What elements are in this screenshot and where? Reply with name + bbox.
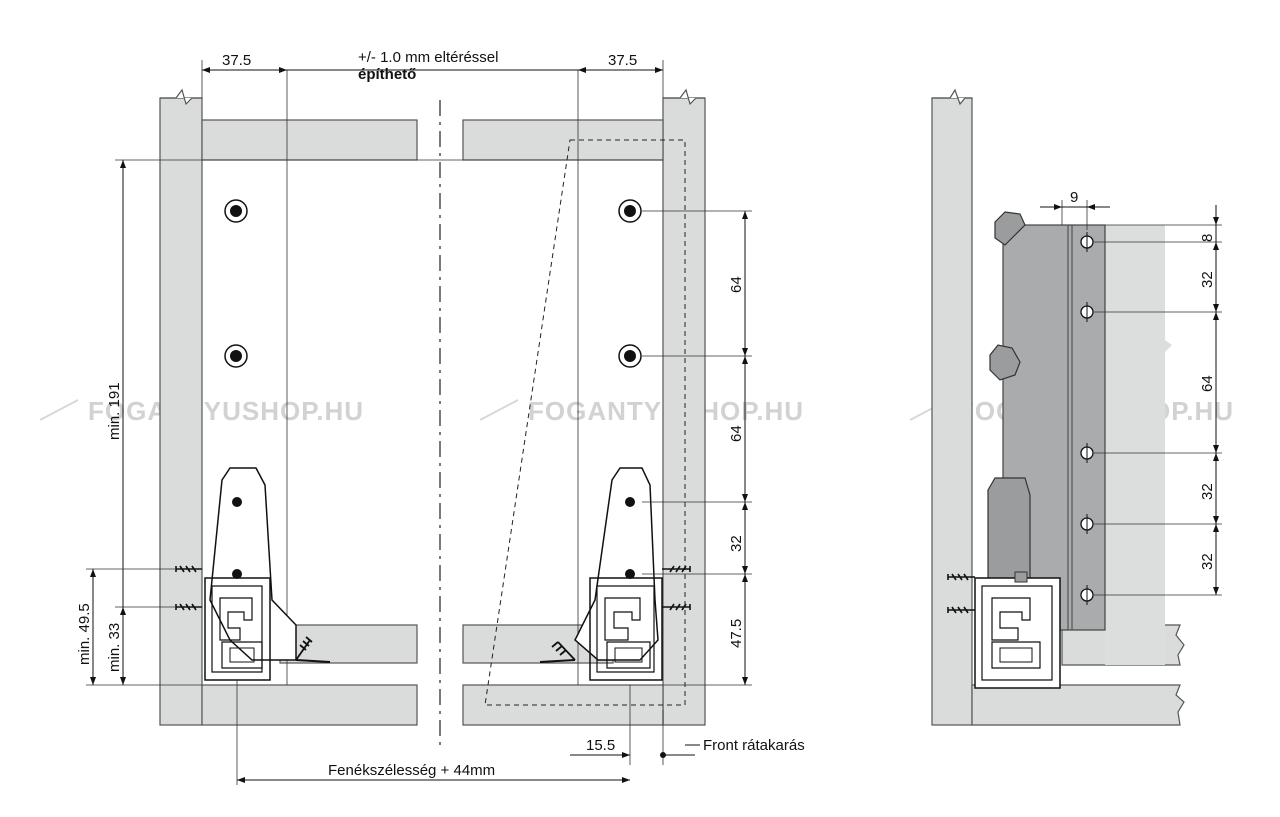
side-dim-64: 64	[1199, 375, 1216, 392]
drawer-bottom-left	[279, 624, 418, 664]
side-dim-9: 9	[1070, 189, 1078, 206]
dim-left-37-5: 37.5	[222, 52, 251, 69]
top-panel-left	[201, 119, 418, 161]
side-dim-8: 8	[1199, 234, 1216, 242]
side-hole-1	[1080, 232, 1094, 252]
floor-panel-left	[201, 684, 418, 726]
right-cabinet-wall	[662, 97, 706, 726]
mounting-hole-left-1	[224, 199, 248, 223]
left-cabinet-wall	[159, 97, 203, 726]
dim-min-49-5: min. 49.5	[76, 603, 93, 665]
side-dim-32-top: 32	[1199, 271, 1216, 288]
side-dim-32-mid: 32	[1199, 483, 1216, 500]
front-overlay-label: Front rátakarás	[703, 737, 805, 754]
runner-bracket-right	[539, 467, 691, 681]
dim-32: 32	[728, 535, 745, 552]
dim-47-5: 47.5	[728, 619, 745, 648]
front-panel-outline	[484, 139, 686, 706]
tolerance-note-line1: +/- 1.0 mm eltéréssel	[358, 49, 498, 66]
watermark-left: FOGANTYUSHOP.HU	[88, 396, 364, 426]
side-dim-32-bottom: 32	[1199, 553, 1216, 570]
dim-64-upper: 64	[728, 276, 745, 293]
dim-min-191: min. 191	[106, 382, 123, 440]
side-hole-3	[1080, 443, 1094, 463]
side-hole-5	[1080, 585, 1094, 605]
dim-64-lower: 64	[728, 425, 745, 442]
bottom-width-label: Fenékszélesség + 44mm	[328, 762, 495, 779]
side-cabinet-wall	[931, 97, 973, 726]
dim-right-37-5: 37.5	[608, 52, 637, 69]
side-view: 9 8 32 64 32 32	[931, 88, 1222, 726]
front-view: 37.5 37.5 +/- 1.0 mm eltéréssel építhető…	[76, 49, 805, 785]
side-hole-2	[1080, 302, 1094, 322]
mounting-hole-right-1	[618, 199, 642, 223]
runner-bracket-left	[175, 467, 331, 681]
mounting-hole-left-2	[224, 344, 248, 368]
tolerance-note-line2: építhető	[358, 66, 416, 83]
side-hole-4	[1080, 514, 1094, 534]
top-panel-right	[462, 119, 664, 161]
dim-15-5: 15.5	[586, 737, 615, 754]
mounting-hole-right-2	[618, 344, 642, 368]
dim-min-33: min. 33	[106, 623, 123, 672]
